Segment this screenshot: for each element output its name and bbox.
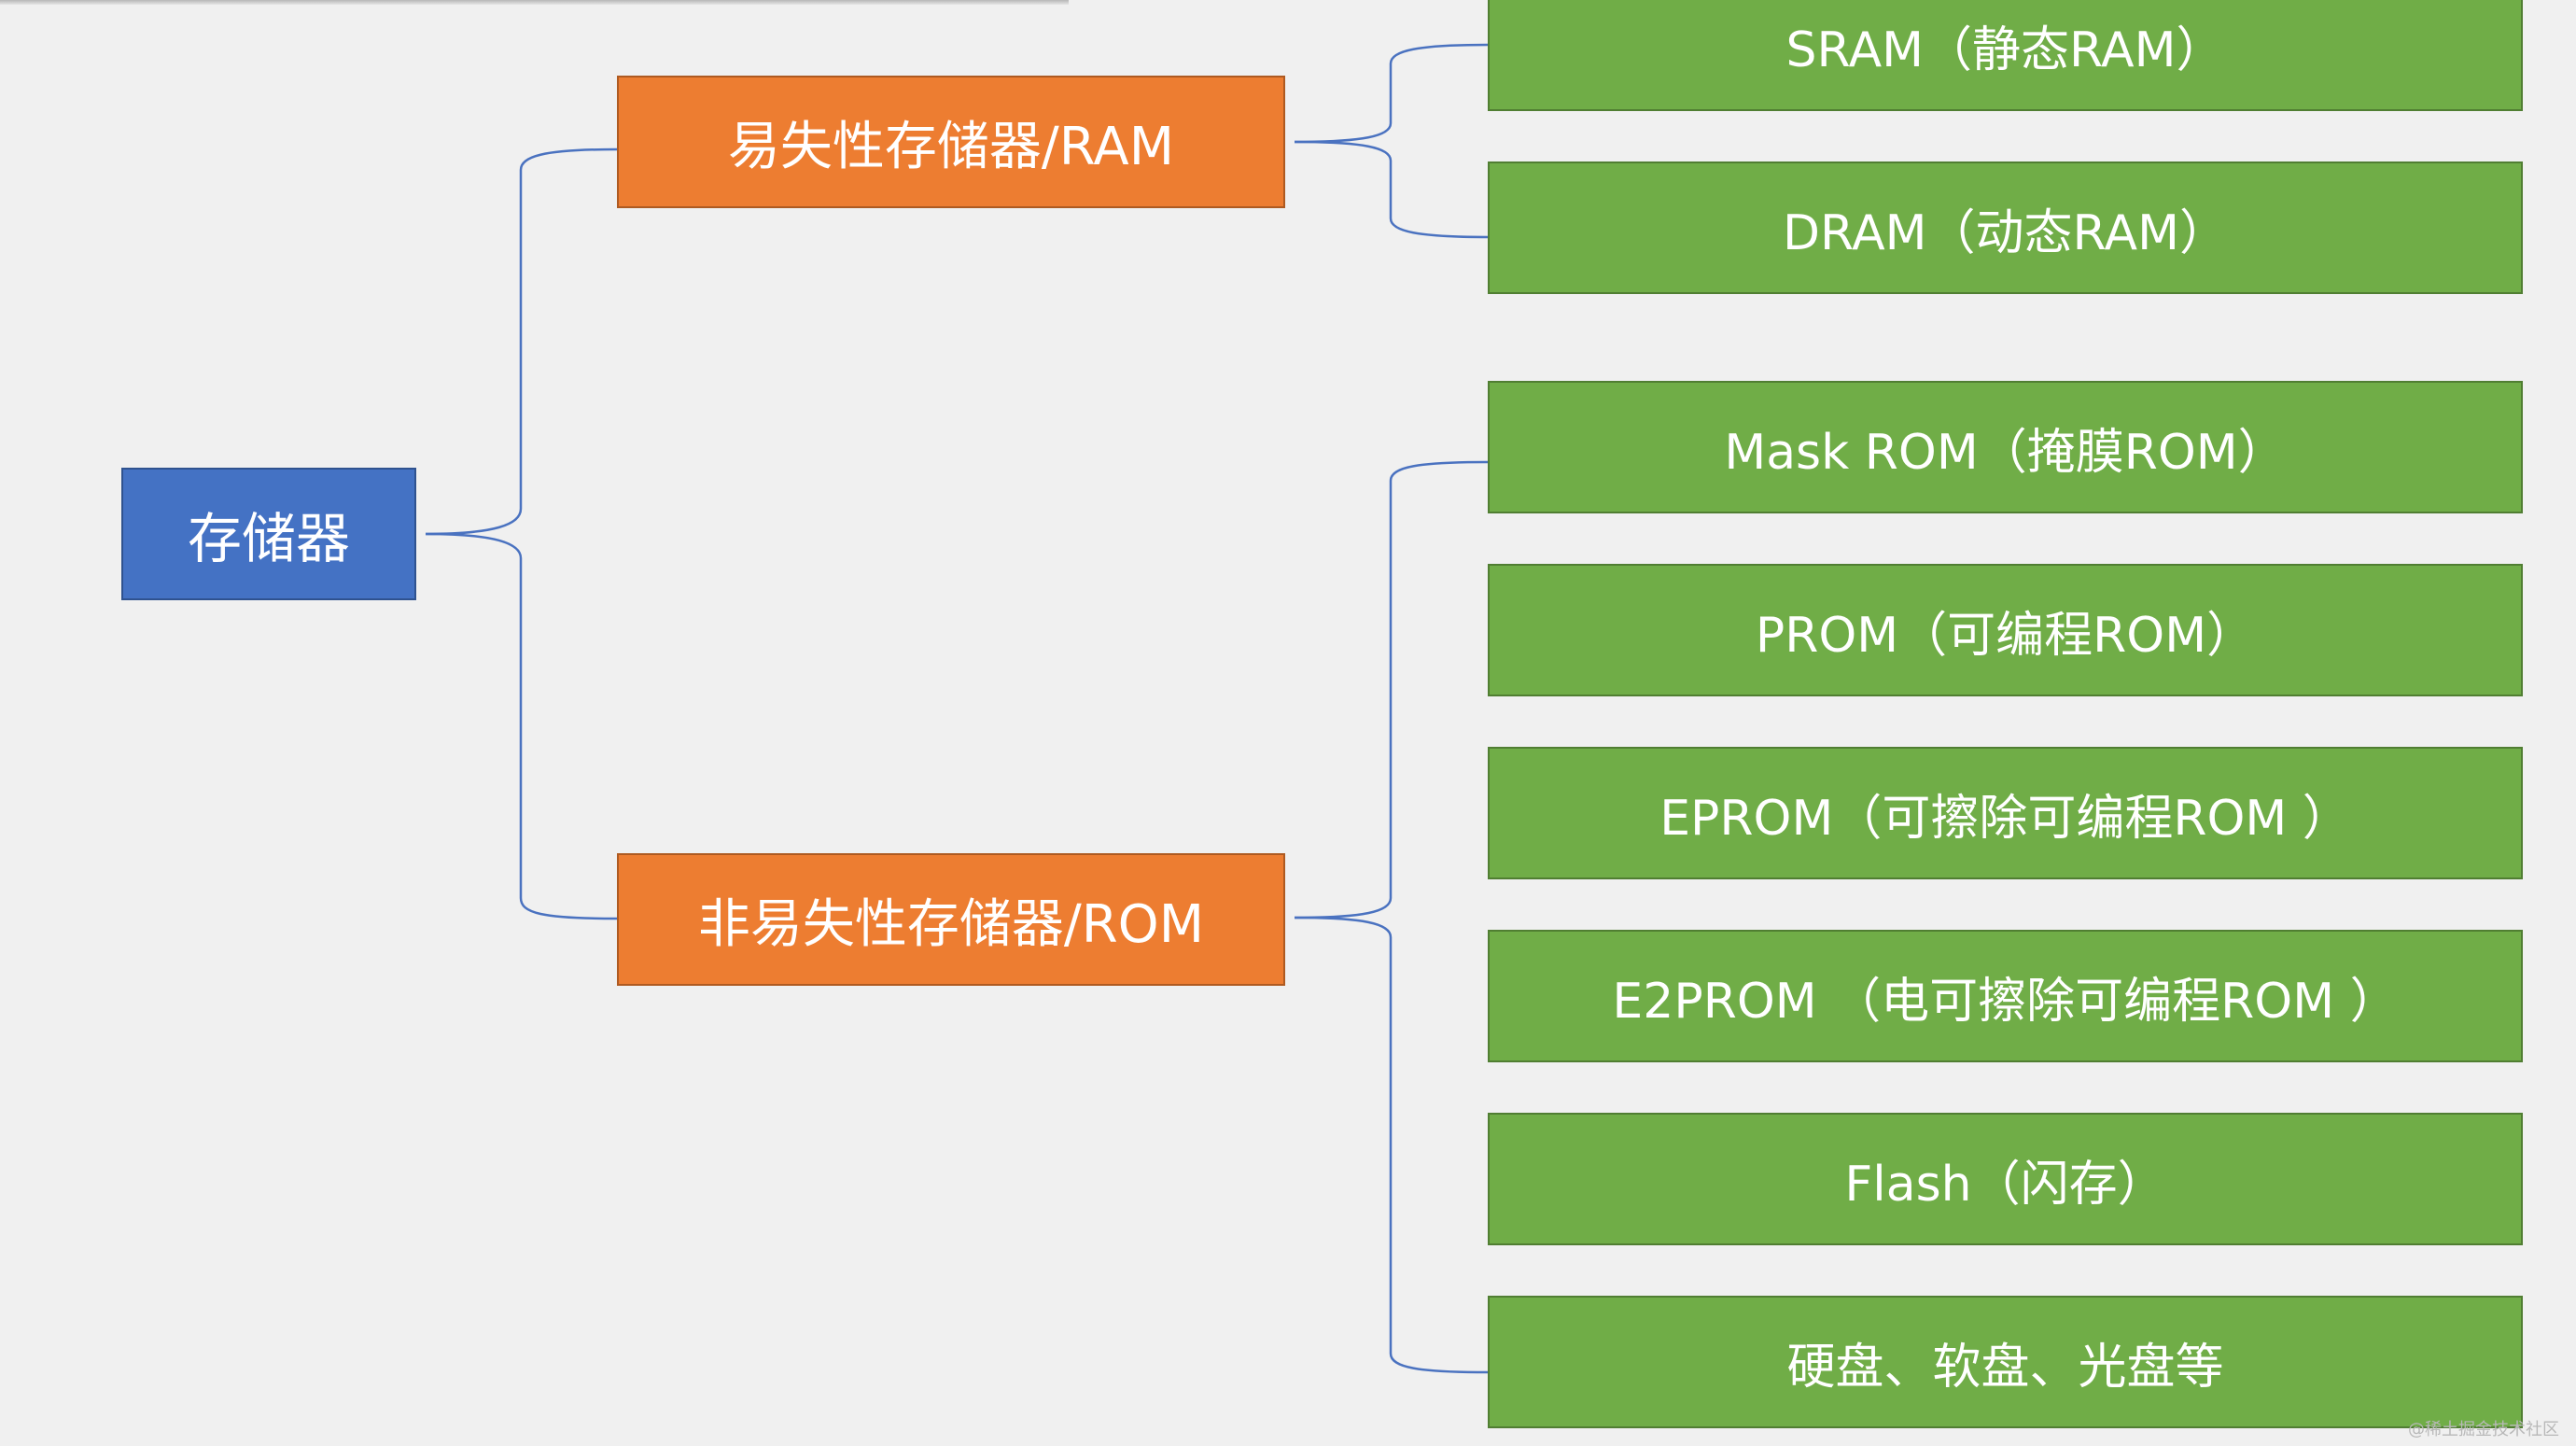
leaf-node-eprom: EPROM（可擦除可编程ROM ） (1488, 747, 2523, 879)
leaf-node-label: PROM（可编程ROM） (1755, 607, 2256, 664)
top-shadow-strip (0, 0, 1069, 5)
leaf-node-mask-rom: Mask ROM（掩膜ROM） (1488, 381, 2523, 513)
leaf-node-sram: SRAM（静态RAM） (1488, 0, 2523, 111)
leaf-node-label: 硬盘、软盘、光盘等 (1786, 1339, 2224, 1396)
leaf-node-prom: PROM（可编程ROM） (1488, 564, 2523, 696)
leaf-node-label: E2PROM （电可擦除可编程ROM ） (1612, 973, 2399, 1030)
connector-rom-to-mask (1294, 460, 1489, 920)
root-node-storage: 存储器 (121, 468, 416, 600)
leaf-node-flash: Flash（闪存） (1488, 1113, 2523, 1245)
branch-node-label: 易失性存储器/RAM (727, 116, 1175, 177)
branch-node-label: 非易失性存储器/ROM (697, 893, 1205, 955)
root-node-label: 存储器 (187, 507, 350, 570)
connector-root-to-rom (425, 532, 618, 920)
branch-node-volatile-ram: 易失性存储器/RAM (617, 76, 1285, 208)
leaf-node-label: Flash（闪存） (1844, 1156, 2166, 1213)
connector-rom-to-disk (1294, 916, 1489, 1374)
leaf-node-label: Mask ROM（掩膜ROM） (1724, 424, 2287, 481)
leaf-node-dram: DRAM（动态RAM） (1488, 161, 2523, 294)
branch-node-nonvolatile-rom: 非易失性存储器/ROM (617, 853, 1285, 986)
leaf-node-label: EPROM（可擦除可编程ROM ） (1659, 790, 2351, 847)
connector-ram-to-sram (1294, 43, 1489, 144)
leaf-node-e2prom: E2PROM （电可擦除可编程ROM ） (1488, 930, 2523, 1062)
leaf-node-disk-media: 硬盘、软盘、光盘等 (1488, 1296, 2523, 1428)
watermark-text: @稀土掘金技术社区 (2408, 1420, 2559, 1439)
connector-ram-to-dram (1294, 140, 1489, 239)
leaf-node-label: DRAM（动态RAM） (1783, 204, 2228, 261)
leaf-node-label: SRAM（静态RAM） (1785, 21, 2225, 78)
connector-root-to-ram (425, 147, 618, 536)
